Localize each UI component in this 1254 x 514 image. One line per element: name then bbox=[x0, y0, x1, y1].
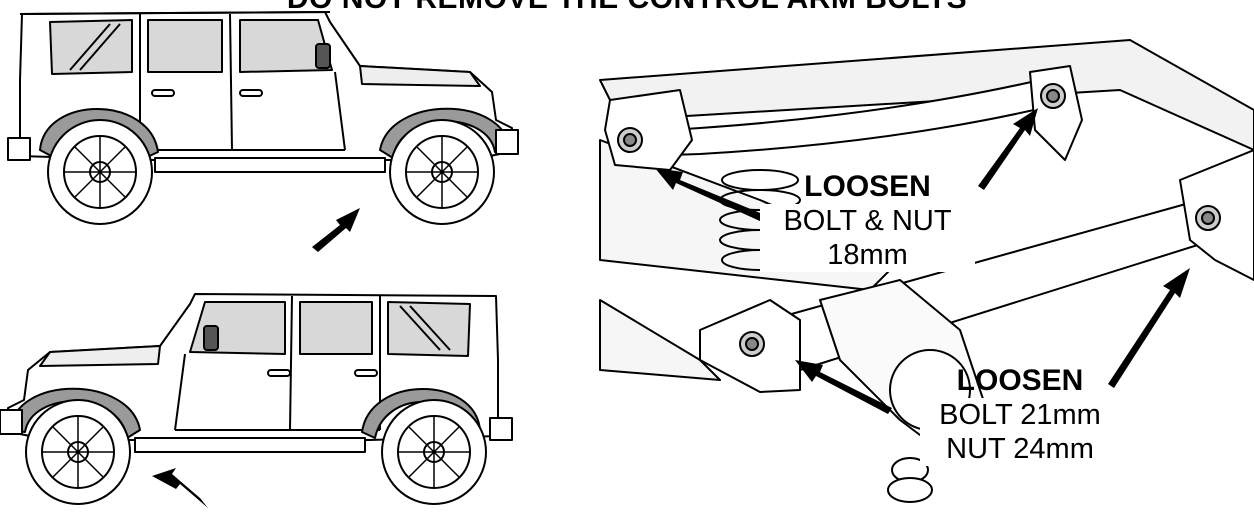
arrow-lower-front-bolt bbox=[795, 360, 892, 414]
callout-upper-heading: LOOSEN bbox=[804, 170, 931, 203]
suspension-detail bbox=[599, 39, 1254, 503]
callout-lower-line1: BOLT 21mm bbox=[920, 398, 1120, 432]
arrow-upper-front-bolt bbox=[655, 168, 765, 222]
callout-upper-arm: LOOSEN BOLT & NUT 18mm bbox=[760, 170, 975, 272]
jeep-side-view-bottom bbox=[0, 293, 513, 505]
jeep-side-view-top bbox=[7, 11, 519, 225]
upper-arm-bolt-rear bbox=[1040, 83, 1066, 109]
upper-arm-bolt-front bbox=[617, 127, 643, 153]
detail-arrows bbox=[655, 108, 1190, 414]
front-wheel-top bbox=[389, 119, 495, 225]
lower-arm-bolt-rear bbox=[1195, 205, 1221, 231]
callout-lower-line2: NUT 24mm bbox=[920, 432, 1120, 466]
arrow-upper-rear-bolt bbox=[978, 108, 1038, 190]
lower-arm-bolt-front bbox=[739, 331, 765, 357]
callout-upper-line2: 18mm bbox=[760, 238, 975, 272]
arrow-bottom-jeep bbox=[152, 468, 208, 508]
callout-upper-line1: BOLT & NUT bbox=[760, 204, 975, 238]
front-wheel-bottom bbox=[25, 399, 131, 505]
rear-wheel-top bbox=[47, 119, 153, 225]
callout-lower-heading: LOOSEN bbox=[956, 364, 1084, 397]
arrow-top-jeep bbox=[312, 208, 360, 252]
warning-banner: DO NOT REMOVE THE CONTROL ARM BOLTS bbox=[0, 0, 1254, 16]
callout-lower-arm: LOOSEN BOLT 21mm NUT 24mm bbox=[920, 364, 1120, 466]
arrow-lower-rear-bolt bbox=[1108, 268, 1190, 388]
rear-wheel-bottom bbox=[381, 399, 487, 505]
